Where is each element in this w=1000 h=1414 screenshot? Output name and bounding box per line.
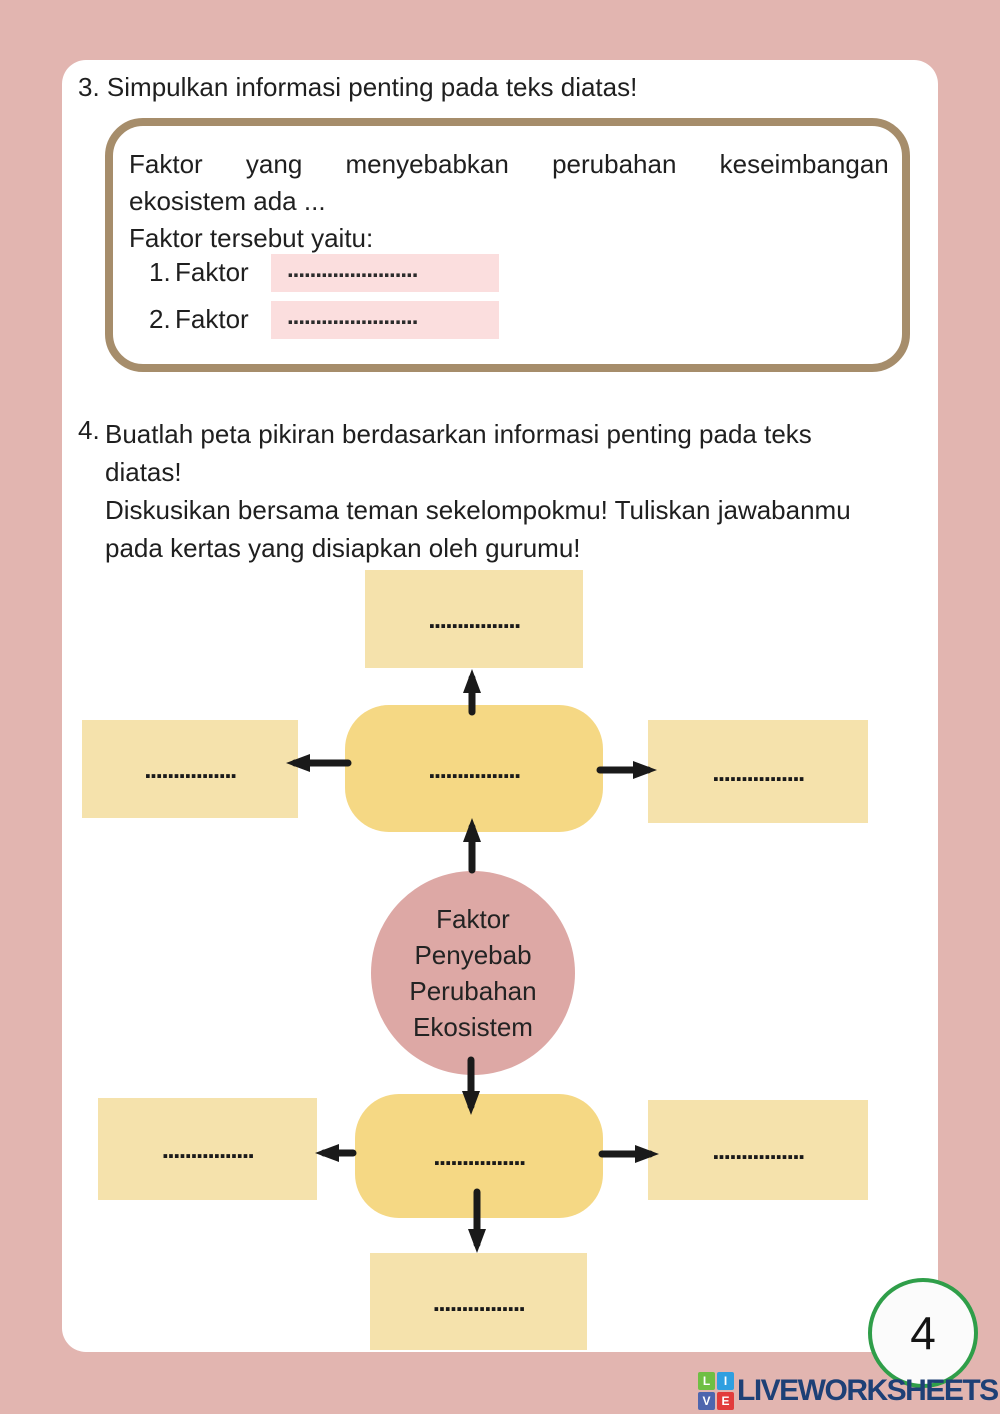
mindmap-node-low-center[interactable]: ................	[355, 1094, 603, 1218]
liveworksheets-logo: L I V E LIVEWORKSHEETS	[698, 1372, 999, 1410]
mindmap-node-low-right-dots: ................	[712, 1135, 805, 1165]
logo-tile-e: E	[717, 1392, 734, 1410]
mindmap-node-low-left-dots: ................	[161, 1134, 255, 1164]
center-topic-line-2: Penyebab	[414, 940, 532, 970]
question4-line-1: Buatlah peta pikiran berdasarkan informa…	[105, 419, 812, 449]
factor-1-number: 1.	[149, 257, 171, 287]
mindmap-node-low-right[interactable]: ................	[648, 1100, 868, 1200]
question4-line-3: Diskusikan bersama teman sekelompokmu! T…	[105, 495, 851, 525]
factor-1-answer-field[interactable]: .......................	[271, 254, 499, 292]
question4-line-4: pada kertas yang disiapkan oleh gurumu!	[105, 533, 581, 563]
logo-tile-i: I	[717, 1372, 734, 1390]
logo-tile-l: L	[698, 1372, 715, 1390]
factor-2-number: 2.	[149, 304, 171, 334]
question4-text: Buatlah peta pikiran berdasarkan informa…	[105, 415, 925, 567]
center-topic-line-1: Faktor	[436, 904, 510, 934]
center-topic-line-3: Perubahan	[409, 976, 537, 1006]
mindmap-node-bottom[interactable]: ................	[370, 1253, 587, 1350]
question3-summary-box: Faktor yang menyebabkan perubahan keseim…	[105, 118, 910, 372]
question4-line-2: diatas!	[105, 457, 182, 487]
mindmap-center-topic: Faktor Penyebab Perubahan Ekosistem	[371, 871, 575, 1075]
page-number: 4	[910, 1307, 936, 1359]
mindmap-node-mid-center[interactable]: ................	[345, 705, 603, 832]
question3-title: 3. Simpulkan informasi penting pada teks…	[78, 72, 637, 102]
summary-paragraph: Faktor yang menyebabkan perubahan keseim…	[129, 146, 894, 257]
mindmap-node-bottom-dots: ................	[432, 1286, 526, 1317]
mindmap-node-mid-left[interactable]: ................	[82, 720, 298, 818]
mindmap-node-top[interactable]: ................	[365, 570, 583, 668]
mindmap-node-low-left[interactable]: ................	[98, 1098, 317, 1200]
question3-number: 3.	[78, 72, 100, 102]
page-number-badge: 4	[868, 1278, 978, 1388]
factor-2-answer-dots: .......................	[287, 303, 418, 330]
center-topic-line-4: Ekosistem	[413, 1012, 533, 1042]
summary-line-1: Faktor yang menyebabkan perubahan keseim…	[129, 149, 889, 179]
mindmap-node-mid-right[interactable]: ................	[648, 720, 868, 823]
mindmap-node-top-dots: ................	[428, 604, 521, 634]
liveworksheets-wordmark: LIVEWORKSHEETS	[737, 1374, 999, 1407]
question4-number: 4.	[78, 415, 100, 445]
factor-2-answer-field[interactable]: .......................	[271, 301, 499, 339]
factor-2-label: Faktor	[175, 304, 249, 334]
mindmap-node-mid-left-dots: ................	[144, 754, 237, 784]
question3-title-text: Simpulkan informasi penting pada teks di…	[106, 72, 638, 102]
mindmap-node-mid-right-dots: ................	[712, 756, 805, 787]
liveworksheets-tiles-icon: L I V E	[698, 1372, 734, 1410]
factor-1-answer-dots: .......................	[287, 256, 418, 283]
logo-tile-v: V	[698, 1392, 715, 1410]
mindmap-node-mid-center-dots: ................	[428, 753, 521, 784]
summary-line-3: Faktor tersebut yaitu:	[129, 223, 374, 253]
mindmap-node-low-center-dots: ................	[433, 1141, 526, 1171]
summary-line-2: ekosistem ada ...	[129, 186, 326, 216]
factor-1-label: Faktor	[175, 257, 249, 287]
